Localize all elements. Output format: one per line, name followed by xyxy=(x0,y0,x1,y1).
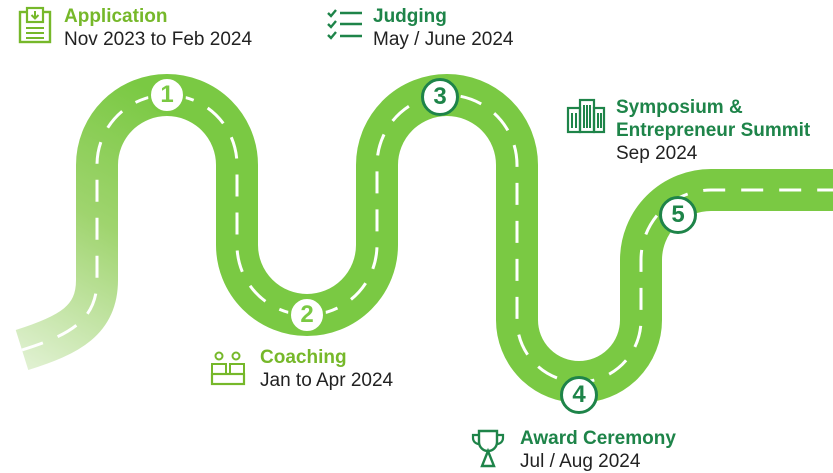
stage-judging: Judging May / June 2024 xyxy=(373,5,513,51)
stage-title-line1: Symposium & xyxy=(616,97,743,118)
coaching-icon xyxy=(210,351,246,386)
stage-application: Application Nov 2023 to Feb 2024 xyxy=(64,5,252,51)
road-start-segment xyxy=(15,74,168,371)
trophy-icon xyxy=(471,429,505,468)
stage-title: Application xyxy=(64,6,168,27)
stage-title: Judging xyxy=(373,6,447,27)
stage-symposium: Symposium & Entrepreneur Summit Sep 2024 xyxy=(616,96,810,165)
building-icon xyxy=(566,98,606,134)
stage-coaching: Coaching Jan to Apr 2024 xyxy=(260,346,393,392)
stage-award-ceremony: Award Ceremony Jul / Aug 2024 xyxy=(520,427,676,473)
stage-title: Coaching xyxy=(260,347,347,368)
stage-2-marker: 2 xyxy=(288,296,326,334)
stage-title: Award Ceremony xyxy=(520,428,676,449)
stage-date: Jul / Aug 2024 xyxy=(520,451,641,472)
road-center-line xyxy=(21,93,833,384)
stage-date: May / June 2024 xyxy=(373,29,514,50)
stage-title-line2: Entrepreneur Summit xyxy=(616,120,811,141)
stage-5-marker: 5 xyxy=(659,196,697,234)
stage-4-marker: 4 xyxy=(560,376,598,414)
stage-date: Sep 2024 xyxy=(616,143,698,164)
application-form-icon xyxy=(18,6,52,44)
stage-3-marker: 3 xyxy=(421,78,459,116)
stage-date: Nov 2023 to Feb 2024 xyxy=(64,29,253,50)
stage-1-marker: 1 xyxy=(148,76,186,114)
checklist-icon xyxy=(327,9,362,40)
stage-date: Jan to Apr 2024 xyxy=(260,370,394,391)
